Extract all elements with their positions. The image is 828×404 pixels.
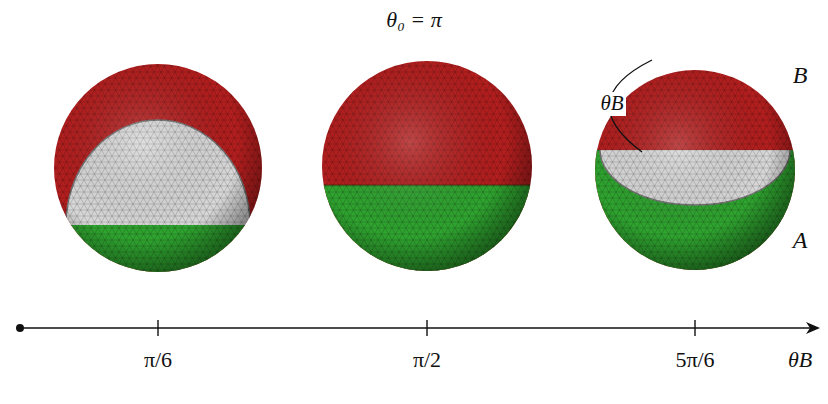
axis-line bbox=[20, 327, 818, 329]
axis-tick bbox=[694, 320, 695, 336]
tick-label: π/6 bbox=[144, 348, 172, 372]
angle-label: θB bbox=[598, 92, 625, 115]
axis-origin bbox=[16, 324, 24, 332]
axis-tick bbox=[426, 320, 427, 336]
tick-label: π/2 bbox=[413, 348, 441, 372]
region-label: B bbox=[793, 62, 808, 88]
figure-title: θ₀ = π bbox=[386, 8, 441, 32]
axis-label: θB bbox=[788, 348, 812, 372]
sphere-right bbox=[590, 65, 800, 280]
region-label: A bbox=[793, 227, 808, 253]
sphere-middle bbox=[318, 58, 538, 285]
axis-tick bbox=[157, 320, 158, 336]
tick-label: 5π/6 bbox=[675, 348, 714, 372]
sphere-left bbox=[50, 60, 270, 285]
